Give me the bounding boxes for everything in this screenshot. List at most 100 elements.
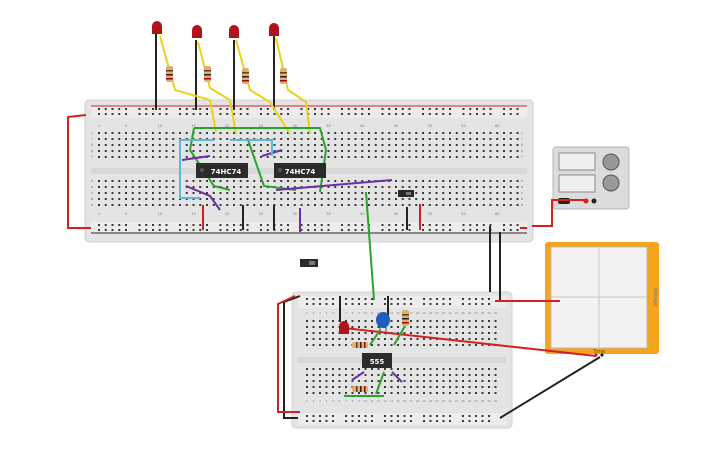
board-switch[interactable] (398, 190, 414, 197)
small-column-number-top: 20 (429, 311, 433, 315)
column-number-bottom: 25 (259, 212, 263, 216)
timing-capacitor[interactable] (376, 312, 390, 335)
small-column-number-top: 27 (474, 311, 478, 315)
column-number-bottom: 15 (191, 212, 195, 216)
black-wires (155, 34, 601, 419)
column-number-bottom: 10 (158, 212, 162, 216)
led-1[interactable] (152, 21, 162, 34)
led-resistors[interactable] (166, 66, 287, 84)
small-column-number-top: 4 (326, 311, 328, 315)
ic-label: 555 (370, 358, 385, 366)
row-letter-left: b (91, 197, 94, 201)
power-supply[interactable] (552, 146, 630, 210)
led-4[interactable] (269, 23, 279, 36)
column-number-bottom: 20 (225, 212, 229, 216)
small-column-number-bottom: 12 (377, 399, 381, 403)
row-letter-right: j (521, 131, 523, 135)
small-column-number-top: 9 (358, 311, 360, 315)
small-resistor-3[interactable] (352, 386, 368, 392)
column-number-bottom: 1 (98, 212, 100, 216)
ic-74hc74-2[interactable]: 74HC74 (274, 163, 326, 178)
small-column-number-bottom: 27 (474, 399, 478, 403)
small-column-number-bottom: 16 (403, 399, 407, 403)
small-column-numbers: 1122334455667788991010111112121313141415… (306, 311, 497, 403)
row-letter-right: g (521, 149, 523, 153)
column-number-top: 35 (326, 124, 330, 128)
row-letter-right: e (521, 179, 523, 183)
small-column-number-top: 1 (306, 311, 308, 315)
slide-switch[interactable] (300, 259, 318, 267)
small-column-number-top: 11 (370, 311, 374, 315)
row-letter-left: f (91, 155, 93, 159)
oscilloscope[interactable]: Voltage Time (545, 242, 659, 357)
small-column-number-bottom: 22 (442, 399, 446, 403)
small-column-number-top: 26 (468, 311, 472, 315)
small-column-number-top: 17 (409, 311, 413, 315)
small-column-number-top: 15 (396, 311, 400, 315)
ic-74hc74-1[interactable]: 74HC74 (196, 163, 248, 178)
blue-wires (179, 139, 273, 199)
column-number-top: 25 (259, 124, 263, 128)
small-column-number-top: 21 (435, 311, 439, 315)
leds[interactable] (152, 21, 279, 38)
row-letter-right: b (521, 197, 524, 201)
small-column-number-bottom: 26 (468, 399, 472, 403)
column-number-top: 15 (191, 124, 195, 128)
small-column-number-bottom: 3 (319, 399, 321, 403)
column-number-top: 60 (495, 124, 499, 128)
column-number-top: 20 (225, 124, 229, 128)
column-number-bottom: 35 (326, 212, 330, 216)
row-letter-left: c (91, 191, 93, 195)
small-column-number-bottom: 25 (461, 399, 465, 403)
small-column-number-bottom: 21 (435, 399, 439, 403)
column-number-top: 30 (293, 124, 297, 128)
led-3[interactable] (229, 25, 239, 38)
small-column-number-top: 19 (422, 311, 426, 315)
small-column-number-top: 10 (364, 311, 368, 315)
small-column-number-bottom: 6 (339, 399, 341, 403)
small-column-number-bottom: 9 (358, 399, 360, 403)
small-column-number-bottom: 8 (352, 399, 354, 403)
column-number-top: 1 (98, 124, 100, 128)
ic-555[interactable]: 555 (362, 353, 392, 368)
small-column-number-bottom: 5 (332, 399, 334, 403)
column-number-bottom: 50 (428, 212, 432, 216)
small-column-number-bottom: 14 (390, 399, 394, 403)
row-letter-left: h (91, 143, 93, 147)
small-led[interactable] (339, 321, 349, 334)
row-letter-right: f (521, 155, 523, 159)
small-resistor-2[interactable] (402, 310, 409, 326)
column-number-top: 55 (461, 124, 465, 128)
row-letter-left: e (91, 179, 93, 183)
small-column-number-bottom: 19 (422, 399, 426, 403)
small-column-number-top: 23 (448, 311, 452, 315)
small-column-number-bottom: 30 (494, 399, 498, 403)
small-column-number-top: 3 (319, 311, 321, 315)
row-letter-right: c (521, 191, 523, 195)
main-column-numbers: 1155101015152020252530303535404045455050… (98, 124, 500, 216)
small-column-number-bottom: 10 (364, 399, 368, 403)
small-column-number-top: 28 (481, 311, 485, 315)
small-column-number-top: 22 (442, 311, 446, 315)
column-number-bottom: 45 (394, 212, 398, 216)
row-letter-right: a (521, 203, 523, 207)
row-letter-right: d (521, 185, 523, 189)
small-column-number-top: 24 (455, 311, 459, 315)
small-column-number-bottom: 4 (326, 399, 328, 403)
led-2[interactable] (192, 25, 202, 38)
column-number-top: 5 (125, 124, 127, 128)
small-column-number-bottom: 24 (455, 399, 459, 403)
small-resistor-1[interactable] (352, 342, 368, 348)
row-letter-left: d (91, 185, 93, 189)
small-column-number-top: 8 (352, 311, 354, 315)
yellow-wires (159, 35, 311, 135)
small-column-number-bottom: 15 (396, 399, 400, 403)
purple-wires (181, 149, 403, 383)
voltage-knob[interactable] (602, 153, 620, 171)
column-number-top: 45 (394, 124, 398, 128)
small-column-number-bottom: 20 (429, 399, 433, 403)
current-knob[interactable] (602, 174, 620, 192)
negative-terminal[interactable] (591, 198, 597, 204)
small-column-number-top: 18 (416, 311, 420, 315)
scope-time-label: Time (592, 349, 605, 355)
